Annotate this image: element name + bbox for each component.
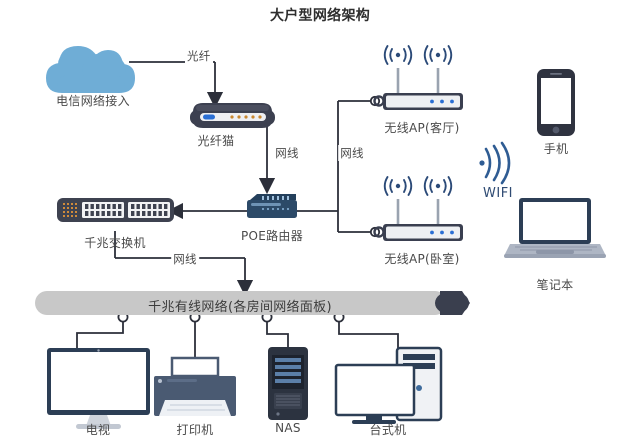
printer-icon xyxy=(154,356,236,416)
label-printer: 打印机 xyxy=(176,423,214,437)
label-wifi: WIFI xyxy=(483,186,513,201)
label-network-panel-bar: 千兆有线网络(各房间网络面板) xyxy=(148,300,332,315)
desktop-computer-icon xyxy=(334,346,443,424)
label-cable-router-ap: 网线 xyxy=(338,145,366,161)
wireless-ap-icon-bedroom xyxy=(373,176,463,241)
label-router: POE路由器 xyxy=(240,229,304,243)
smartphone-icon xyxy=(537,69,575,136)
label-switch: 千兆交换机 xyxy=(84,236,146,250)
label-cable-switch-bar: 网线 xyxy=(171,251,199,267)
laptop-icon xyxy=(504,198,606,258)
label-laptop: 笔记本 xyxy=(536,278,574,292)
label-modem: 光纤猫 xyxy=(197,134,235,148)
label-desktop: 台式机 xyxy=(369,423,407,437)
label-phone: 手机 xyxy=(543,142,569,156)
wireless-ap-icon-living xyxy=(373,45,463,110)
television-icon xyxy=(47,348,150,429)
switch-leds xyxy=(63,203,77,217)
link-bar-to-tv xyxy=(76,322,124,348)
cloud-icon xyxy=(46,46,135,93)
nas-icon xyxy=(268,347,308,420)
label-fiber-link: 光纤 xyxy=(185,48,213,64)
link-bar-to-nas xyxy=(266,322,289,347)
link-bar-to-desktop xyxy=(338,322,399,348)
switch-icon xyxy=(57,198,174,222)
label-tv: 电视 xyxy=(85,423,111,437)
wifi-signal-icon xyxy=(479,141,511,185)
label-cable-modem-router: 网线 xyxy=(273,145,301,161)
network-panel-bar xyxy=(35,291,470,315)
label-nas: NAS xyxy=(275,421,301,435)
router-icon xyxy=(247,194,297,218)
label-ap-living: 无线AP(客厅) xyxy=(384,121,460,135)
label-cloud: 电信网络接入 xyxy=(56,94,130,108)
label-ap-bedroom: 无线AP(卧室) xyxy=(384,252,460,266)
modem-icon xyxy=(190,103,275,128)
page-title: 大户型网络架构 xyxy=(269,8,371,24)
